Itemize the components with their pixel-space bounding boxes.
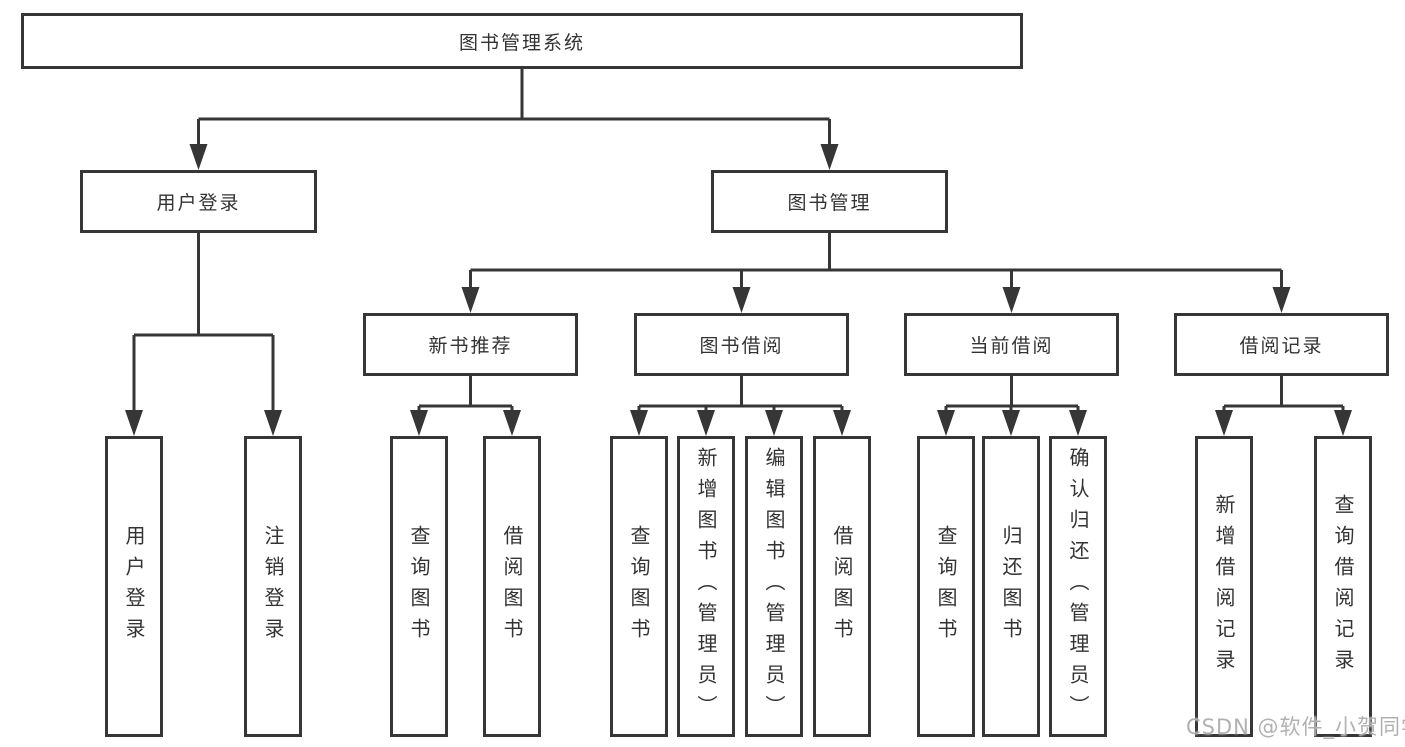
arrowhead-icon [503,410,521,436]
arrowhead-icon [461,287,480,313]
leaf-query-books-borrow: 查询图书 [610,436,668,737]
leaf-query-books-recommend: 查询图书 [390,436,448,737]
node-label: 归还图书 [999,524,1023,649]
arrowhead-icon [833,410,851,436]
connector-book-borrow-children [637,376,844,422]
node-label: 图书借阅 [699,335,784,357]
arrowhead-icon [630,410,648,436]
arrowhead-icon [697,410,715,436]
arrowhead-icon [1002,287,1021,313]
node-label: 借阅图书 [830,524,854,649]
leaf-add-book-admin: 新增图书（管理员） [677,436,735,737]
leaf-query-books-current: 查询图书 [917,436,975,737]
csdn-watermark: CSDN @软件_小贺同学 [1186,715,1405,739]
arrowhead-icon [765,410,783,436]
arrowhead-icon [264,410,282,436]
leaf-query-borrow-record: 查询借阅记录 [1314,436,1372,737]
node-book-management: 图书管理 [711,170,948,233]
node-label: 查询借阅记录 [1331,493,1355,680]
leaf-confirm-return-admin: 确认归还（管理员） [1049,436,1107,737]
leaf-return-book: 归还图书 [982,436,1040,737]
node-label: 编辑图书（管理员） [762,447,786,726]
arrowhead-icon [732,287,751,313]
arrowhead-icon [1069,410,1087,436]
node-label: 借阅图书 [500,524,524,649]
node-label: 图书管理 [787,192,872,214]
arrowhead-icon [189,144,208,170]
arrowhead-icon [1272,287,1291,313]
node-borrow-records: 借阅记录 [1174,313,1389,376]
node-label: 新增借阅记录 [1212,493,1236,680]
connector-root-to-level2 [197,69,831,156]
node-library-system: 图书管理系统 [21,13,1023,69]
arrowhead-icon [125,410,143,436]
arrowhead-icon [1215,410,1233,436]
connector-user-login-children [132,233,275,422]
leaf-add-borrow-record: 新增借阅记录 [1195,436,1253,737]
node-book-borrow: 图书借阅 [634,313,849,376]
node-label: 借阅记录 [1239,335,1324,357]
node-label: 用户登录 [122,524,146,649]
node-label: 确认归还（管理员） [1066,447,1090,726]
leaf-logout: 注销登录 [244,436,302,737]
node-label: 图书管理系统 [458,31,585,54]
arrowheads [125,144,1352,436]
arrowhead-icon [937,410,955,436]
node-label: 查询图书 [407,524,431,649]
node-label: 新书推荐 [428,335,513,357]
leaf-edit-book-admin: 编辑图书（管理员） [745,436,803,737]
node-label: 新增图书（管理员） [694,447,718,726]
node-label: 注销登录 [261,524,285,649]
node-label: 查询图书 [934,524,958,649]
connector-new-book-children [417,376,514,422]
leaf-borrow-books-recommend: 借阅图书 [483,436,541,737]
node-current-borrow: 当前借阅 [904,313,1119,376]
node-user-login: 用户登录 [80,170,317,233]
arrowhead-icon [1334,410,1352,436]
connector-borrow-record-children [1222,376,1345,422]
arrowhead-icon [820,144,839,170]
connector-book-management-children [469,233,1283,299]
leaf-borrow-books-borrow: 借阅图书 [813,436,871,737]
arrowhead-icon [1002,410,1020,436]
node-label: 查询图书 [627,524,651,649]
node-label: 当前借阅 [969,335,1054,357]
node-new-book-recommend: 新书推荐 [363,313,578,376]
leaf-user-login: 用户登录 [105,436,163,737]
arrowhead-icon [410,410,428,436]
node-label: 用户登录 [156,192,241,214]
